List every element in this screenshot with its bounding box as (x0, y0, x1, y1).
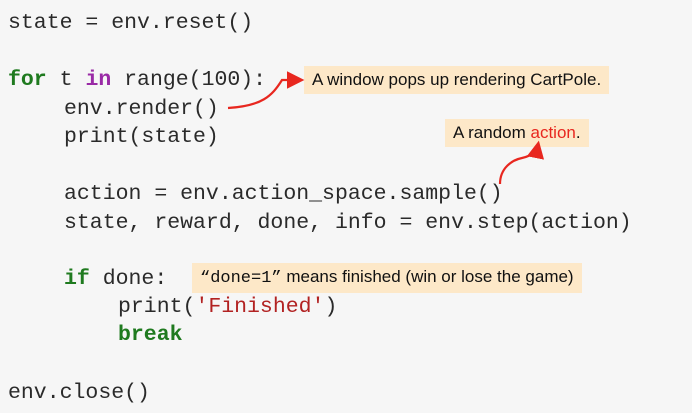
code-text: action = env.action_space.sample() (64, 182, 503, 206)
code-text: state = env.reset() (8, 11, 254, 35)
code-line-for: for t in range(100): (8, 67, 266, 93)
code-line-reset: state = env.reset() (8, 10, 253, 36)
callout-text: . (575, 123, 581, 142)
keyword-if: if (64, 267, 90, 291)
code-text: ) (324, 295, 338, 319)
callout-text: A random (453, 123, 531, 142)
keyword-for: for (8, 68, 47, 92)
arrow-action-icon (498, 140, 545, 185)
callout-text: A window pops up rendering CartPole. (312, 70, 602, 89)
keyword-break: break (118, 323, 183, 347)
callout-render: A window pops up rendering CartPole. (304, 66, 610, 94)
code-line-step: state, reward, done, info = env.step(act… (64, 210, 632, 236)
code-text: done: (89, 267, 168, 291)
code-text: env.render() (64, 97, 219, 121)
code-line-print-finished: print('Finished') (118, 294, 337, 320)
code-line-print-state: print(state) (64, 124, 219, 150)
code-line-action: action = env.action_space.sample() (64, 181, 503, 207)
code-text: print(state) (64, 125, 219, 149)
code-line-close: env.close() (8, 380, 150, 406)
callout-code: “done=1” (200, 269, 282, 288)
callout-text: means finished (win or lose the game) (281, 267, 574, 286)
code-text: state, reward, done, info = env.step(act… (64, 211, 632, 235)
keyword-in: in (85, 68, 112, 92)
callout-highlight: action (530, 123, 576, 142)
callout-done: “done=1” means finished (win or lose the… (192, 263, 582, 293)
code-line-render: env.render() (64, 96, 219, 122)
code-text: t (46, 68, 86, 92)
code-text: env.close() (8, 381, 150, 405)
code-line-if-done: if done: (64, 266, 167, 292)
code-line-break: break (118, 322, 183, 348)
callout-action: A random action. (445, 119, 589, 147)
code-text: range(100): (111, 68, 267, 92)
code-text: print( (118, 295, 196, 319)
string-literal: 'Finished' (195, 295, 325, 319)
